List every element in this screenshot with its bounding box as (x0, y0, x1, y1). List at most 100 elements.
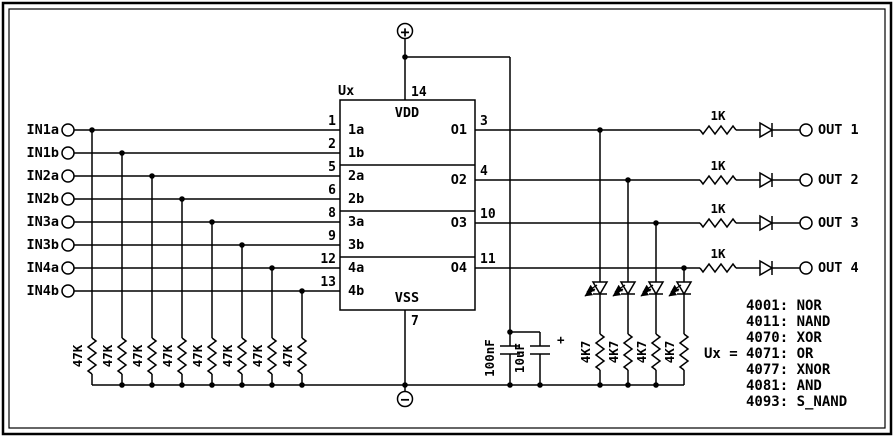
input-terminal-label: IN3b (26, 237, 59, 253)
ic-pin-label: 4a (348, 260, 364, 276)
junction-dot (179, 382, 185, 388)
vdd-label: VDD (395, 105, 419, 121)
series-resistor (699, 125, 737, 135)
ic-pin-label: O4 (451, 260, 467, 276)
input-channel: IN3b 47K 9 3b (26, 229, 364, 388)
diode (759, 260, 773, 276)
output-terminal (799, 173, 813, 187)
input-terminal (61, 169, 75, 183)
ic-pin-number: 4 (480, 164, 488, 179)
input-terminal (61, 146, 75, 160)
resistor-value-label: 47K (130, 344, 145, 367)
ic-pin-number: 5 (328, 160, 336, 175)
input-terminal-label: IN1b (26, 145, 59, 161)
vdd-pin-number: 14 (411, 85, 427, 100)
legend-prefix: Ux = (704, 346, 738, 362)
vss-label: VSS (395, 290, 419, 306)
input-channel: IN4a 47K 12 4a (26, 252, 364, 388)
ic-pin-number: 2 (328, 137, 336, 152)
resistor-value-label: 4K7 (634, 341, 649, 364)
capacitor-value: 100nF (482, 339, 497, 377)
led-icon (613, 282, 635, 296)
input-terminal (61, 284, 75, 298)
input-channel: IN1b 47K 2 1b (26, 137, 364, 388)
ic-pin-number: 1 (328, 114, 336, 129)
pulldown-resistor (267, 337, 277, 375)
plus-icon: + (400, 23, 409, 41)
decoupling-capacitors: 100nF 10uF + (482, 329, 565, 388)
capacitor-value: 10uF (512, 343, 527, 373)
output-channel: O3 10 1K OUT 3 4K7 (451, 201, 859, 388)
input-terminal-label: IN4a (26, 260, 59, 276)
minus-terminal (396, 390, 414, 408)
resistor-value-label: 1K (710, 201, 726, 216)
legend-entry: 4011: NAND (746, 314, 830, 330)
diode (759, 122, 773, 138)
ic-pin-number: 13 (320, 275, 336, 290)
series-resistor (699, 175, 737, 185)
pulldown-resistor (237, 337, 247, 375)
output-terminal-label: OUT 4 (818, 260, 859, 276)
legend-entry: 4071: OR (746, 346, 814, 362)
negative-supply: − (92, 310, 684, 409)
resistor-value-label: 47K (190, 344, 205, 367)
output-terminal-label: OUT 2 (818, 172, 859, 188)
junction-dot (239, 382, 245, 388)
input-channel: IN1a 47K 1 1a (26, 114, 364, 385)
input-channel: IN4b 47K 13 4b (26, 275, 364, 388)
pulldown-resistor (147, 337, 157, 375)
pulldown-resistor (87, 337, 97, 375)
resistor-value-label: 1K (710, 108, 726, 123)
ic-pin-number: 8 (328, 206, 336, 221)
junction-dot (149, 382, 155, 388)
resistor-value-label: 4K7 (578, 341, 593, 364)
legend-entry: 4093: S_NAND (746, 394, 847, 410)
resistor-value-label: 1K (710, 158, 726, 173)
input-channel: IN3a 47K 8 3a (26, 206, 364, 388)
ic-pin-number: 9 (328, 229, 336, 244)
input-channel: IN2a 47K 5 2a (26, 160, 364, 388)
pulldown-resistor (177, 337, 187, 375)
legend-entry: 4081: AND (746, 378, 822, 394)
resistor-value-label: 47K (220, 344, 235, 367)
input-terminal (61, 238, 75, 252)
series-resistor (699, 218, 737, 228)
input-terminal-label: IN1a (26, 122, 59, 138)
led-resistor (595, 333, 605, 371)
resistor-value-label: 47K (280, 344, 295, 367)
resistor-value-label: 4K7 (662, 341, 677, 364)
led-icon (585, 282, 607, 296)
ic-body (339, 99, 476, 311)
positive-supply: + (396, 22, 511, 332)
junction-dot (537, 382, 543, 388)
resistor-value-label: 47K (100, 344, 115, 367)
input-terminal-label: IN3a (26, 214, 59, 230)
minus-icon: − (400, 391, 409, 409)
ic-pin-number: 10 (480, 207, 496, 222)
output-terminal-label: OUT 1 (818, 122, 859, 138)
resistor-value-label: 47K (250, 344, 265, 367)
ic-pin-number: 6 (328, 183, 336, 198)
input-terminal-label: IN4b (26, 283, 59, 299)
ic-pin-label: O2 (451, 172, 467, 188)
led-resistor (623, 333, 633, 371)
resistor-value-label: 47K (160, 344, 175, 367)
input-terminal (61, 123, 75, 137)
polarity-plus-icon: + (557, 332, 565, 347)
ic-pin-label: 2a (348, 168, 364, 184)
vss-pin-number: 7 (411, 314, 419, 329)
led-resistor (651, 333, 661, 371)
input-terminal-label: IN2b (26, 191, 59, 207)
diode (759, 172, 773, 188)
led-icon (669, 282, 691, 296)
output-channel: O2 4 1K OUT 2 4K7 (451, 158, 859, 388)
ic-pin-label: 3a (348, 214, 364, 230)
pulldown-resistor (207, 337, 217, 375)
ic-pin-number: 12 (320, 252, 336, 267)
ic-pin-label: 1a (348, 122, 364, 138)
output-terminal (799, 261, 813, 275)
ic-pin-label: 2b (348, 191, 364, 207)
series-resistor (699, 263, 737, 273)
junction-dot (119, 382, 125, 388)
